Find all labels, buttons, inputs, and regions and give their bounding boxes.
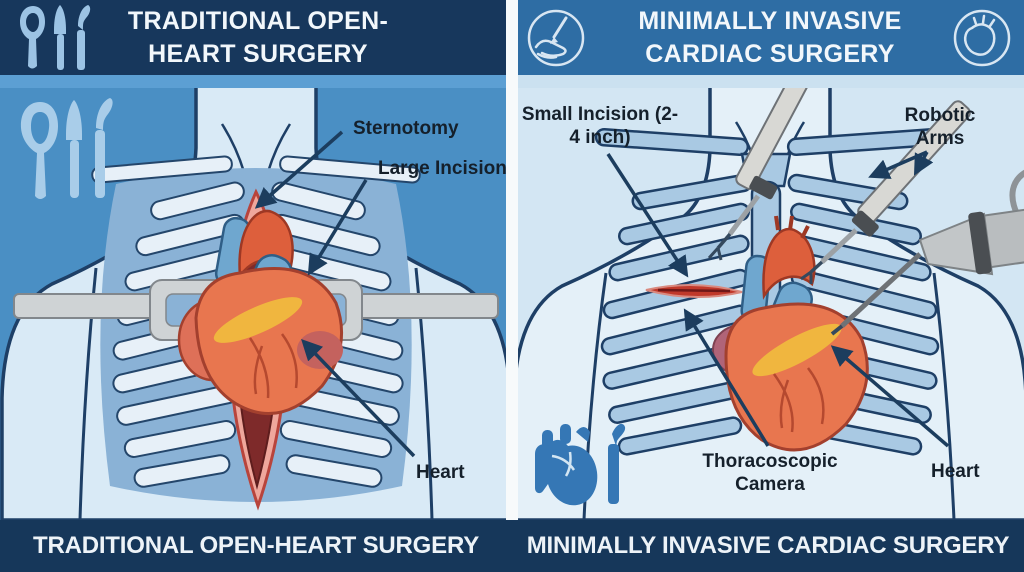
hook-tool-icon xyxy=(608,423,626,504)
small-incision xyxy=(645,284,743,298)
label-sternotomy: Sternotomy xyxy=(353,118,459,139)
label-small-incision: Small Incision (2-4 inch) xyxy=(521,104,679,149)
large-incision-arrow xyxy=(307,179,368,276)
small-incision-arrow xyxy=(606,153,689,278)
anatomical-heart-icon xyxy=(535,424,598,506)
right-banner: MINIMALLY INVASIVE CARDIAC SURGERY xyxy=(512,520,1024,572)
heart xyxy=(712,215,869,452)
open-heart-anatomy-illustration xyxy=(0,88,512,520)
surgical-tools-panel-icon xyxy=(20,98,113,199)
hand-scalpel-icon xyxy=(527,9,585,67)
heart-arrow-left xyxy=(301,338,416,458)
heart-arrow-right xyxy=(830,345,950,448)
sternotomy-arrow xyxy=(254,130,344,209)
camera-arrow xyxy=(683,308,770,447)
robotic-arm-1 xyxy=(707,88,817,261)
exposed-heart xyxy=(177,209,343,415)
left-banner: TRADITIONAL OPEN-HEART SURGERY xyxy=(0,520,512,572)
label-large-incision: Large Incision xyxy=(378,158,507,179)
label-thoracoscopic-camera: Thoracoscopic Camera xyxy=(702,451,838,496)
right-header: MINIMALLY INVASIVE CARDIAC SURGERY xyxy=(512,0,1024,75)
left-header-title: TRADITIONAL OPEN-HEART SURGERY xyxy=(127,7,389,68)
right-accent-strip xyxy=(512,75,1024,88)
robotic-arms-arrow-2 xyxy=(913,151,934,176)
heart-icon xyxy=(953,9,1011,67)
panel-minimally-invasive: MINIMALLY INVASIVE CARDIAC SURGERY xyxy=(512,0,1024,572)
left-accent-strip xyxy=(0,75,512,88)
label-heart-left: Heart xyxy=(416,462,465,483)
minimally-invasive-anatomy-illustration xyxy=(512,88,1024,520)
right-illustration-area: Small Incision (2-4 inch) Robotic Arms T… xyxy=(512,88,1024,520)
left-header: TRADITIONAL OPEN-HEART SURGERY xyxy=(0,0,512,75)
right-header-title: MINIMALLY INVASIVE CARDIAC SURGERY xyxy=(638,7,902,68)
label-robotic-arms: Robotic Arms xyxy=(904,105,976,150)
left-illustration-area: Sternotomy Large Incision Heart xyxy=(0,88,512,520)
panel-divider xyxy=(506,0,518,520)
right-banner-title: MINIMALLY INVASIVE CARDIAC SURGERY xyxy=(526,532,1010,559)
label-heart-right: Heart xyxy=(931,461,980,482)
endoscope-camera xyxy=(830,169,1024,336)
surgical-tools-icon xyxy=(20,5,91,70)
left-banner-title: TRADITIONAL OPEN-HEART SURGERY xyxy=(32,532,480,559)
panel-traditional: TRADITIONAL OPEN-HEART SURGERY xyxy=(0,0,512,572)
